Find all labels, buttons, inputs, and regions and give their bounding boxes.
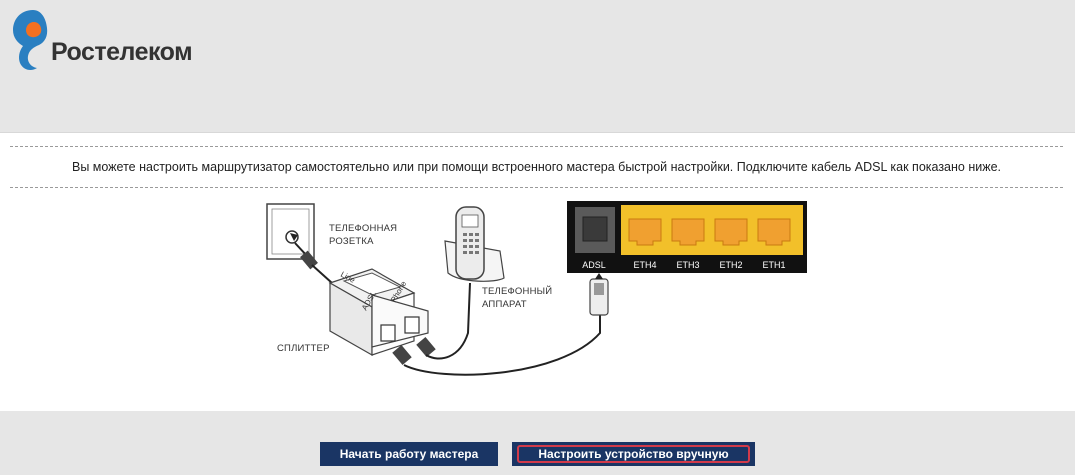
wall-socket-label-1: ТЕЛЕФОННАЯ bbox=[329, 223, 398, 234]
telephone-icon bbox=[444, 206, 505, 282]
port-label-eth1: ETH1 bbox=[762, 260, 785, 270]
adsl-plug-icon bbox=[589, 273, 609, 316]
manual-setup-label: Настроить устройство вручную bbox=[517, 445, 750, 463]
brand-name: Ростелеком bbox=[51, 38, 193, 66]
splitter-label: СПЛИТТЕР bbox=[277, 343, 330, 354]
port-label-eth2: ETH2 bbox=[719, 260, 742, 270]
phone-label-1: ТЕЛЕФОННЫЙ bbox=[482, 286, 553, 297]
intro-text: Вы можете настроить маршрутизатор самост… bbox=[10, 146, 1063, 188]
port-label-eth4: ETH4 bbox=[633, 260, 656, 270]
wall-socket-icon bbox=[266, 203, 315, 260]
port-label-eth3: ETH3 bbox=[676, 260, 699, 270]
connection-diagram: Line ADSL Phone bbox=[266, 201, 807, 376]
rostelecom-logo: Ростелеком bbox=[10, 8, 230, 78]
splitter-icon bbox=[328, 268, 429, 357]
wall-socket-label-2: РОЗЕТКА bbox=[329, 236, 374, 247]
start-wizard-button[interactable]: Начать работу мастера bbox=[320, 442, 498, 466]
port-label-adsl: ADSL bbox=[582, 260, 606, 270]
router-ports-panel bbox=[567, 201, 807, 273]
header: Ростелеком bbox=[0, 0, 1075, 128]
phone-label-2: АППАРАТ bbox=[482, 299, 527, 310]
manual-setup-button[interactable]: Настроить устройство вручную bbox=[512, 442, 755, 466]
main-content: Вы можете настроить маршрутизатор самост… bbox=[0, 132, 1075, 412]
rostelecom-logo-icon bbox=[13, 10, 48, 71]
